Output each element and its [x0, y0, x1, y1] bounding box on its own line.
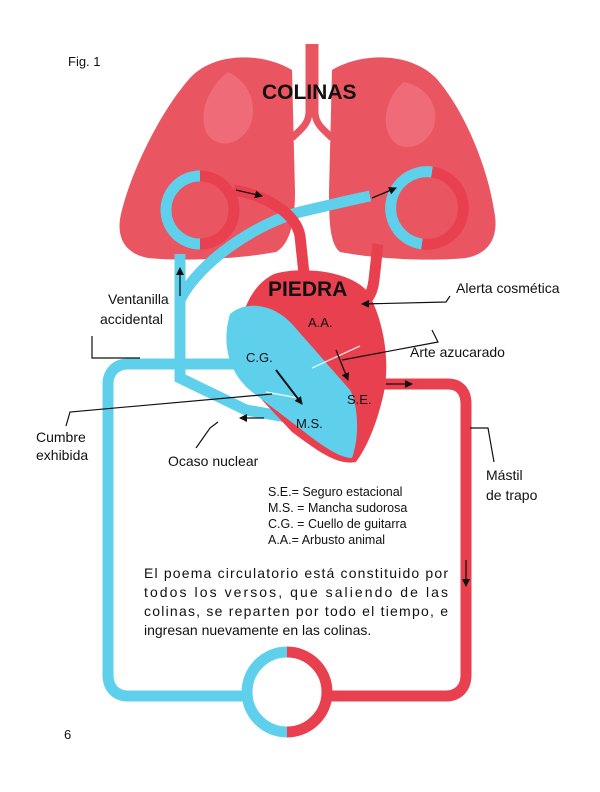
trachea: [289, 44, 335, 141]
paragraph-line: colinas, se reparten por todo el tiempo,…: [144, 603, 448, 619]
flow-arrows: [176, 187, 470, 587]
right-lung: [329, 57, 496, 260]
label-alerta: Alerta cosmética: [456, 280, 560, 296]
heart-blue-chamber: [226, 305, 358, 458]
label-ventanilla-2: accidental: [100, 311, 163, 327]
left-lung-red-arc: [199, 170, 240, 250]
chamber-se: S.E.: [347, 392, 372, 407]
label-ocaso: Ocaso nuclear: [168, 453, 259, 469]
page-number: 6: [64, 727, 71, 742]
arrow-right-lung: [371, 187, 397, 199]
left-body-circuit: [102, 358, 252, 702]
legend: S.E.= Seguro estacional M.S. = Mancha su…: [268, 485, 407, 547]
figure-label: Fig. 1: [68, 54, 101, 69]
leader-ocaso: [195, 421, 219, 449]
label-mastil-1: Mástil: [486, 467, 523, 483]
right-lung-red-arc: [421, 166, 469, 250]
leader-ventanilla: [91, 336, 140, 359]
legend-item: C.G. = Cuello de guitarra: [268, 517, 407, 531]
lungs-label: COLINAS: [262, 81, 357, 104]
leader-alerta: [361, 295, 451, 308]
callout-leaders: [65, 295, 495, 463]
lung-texture-left: [203, 72, 254, 144]
heart: [226, 270, 387, 463]
legend-item: M.S. = Mancha sudorosa: [268, 501, 407, 515]
paragraph-line: ingresan nuevamente en las colinas.: [144, 622, 371, 638]
label-ventanilla-1: Ventanilla: [108, 291, 169, 307]
paragraph-line: El poema circulatorio está constituido p…: [144, 565, 448, 581]
paragraph-line: todos los versos, que saliendo de las: [144, 584, 448, 600]
chamber-cg: C.G.: [246, 350, 273, 365]
label-mastil-2: de trapo: [486, 487, 538, 503]
septum: [265, 345, 361, 399]
leader-mastil: [470, 427, 495, 463]
chamber-ms: M.S.: [296, 416, 323, 431]
arrow-cg-ms: [275, 369, 303, 405]
right-lung-blue-arc: [385, 166, 433, 250]
label-cumbre-1: Cumbre: [36, 429, 86, 445]
capillary-red-half: [286, 646, 333, 738]
arrow-left-lung: [235, 189, 263, 199]
leader-arte: [341, 329, 439, 361]
pulmonary-vein-blue: [174, 254, 293, 424]
label-arte: Arte azucarado: [410, 344, 505, 360]
leader-cumbre: [65, 393, 273, 427]
right-body-circuit: [328, 378, 472, 702]
left-lung-blue-arc: [160, 170, 201, 250]
lung-texture-right: [385, 82, 436, 148]
heart-label: PIEDRA: [268, 278, 347, 301]
capillary-blue-half: [241, 646, 288, 738]
arrow-aa-se: [335, 349, 350, 381]
legend-item: S.E.= Seguro estacional: [268, 485, 402, 499]
description-paragraph: El poema circulatorio está constituido p…: [144, 565, 448, 638]
label-cumbre-2: exhibida: [36, 447, 88, 463]
legend-item: A.A.= Arbusto animal: [268, 533, 385, 547]
chamber-aa: A.A.: [308, 315, 333, 330]
